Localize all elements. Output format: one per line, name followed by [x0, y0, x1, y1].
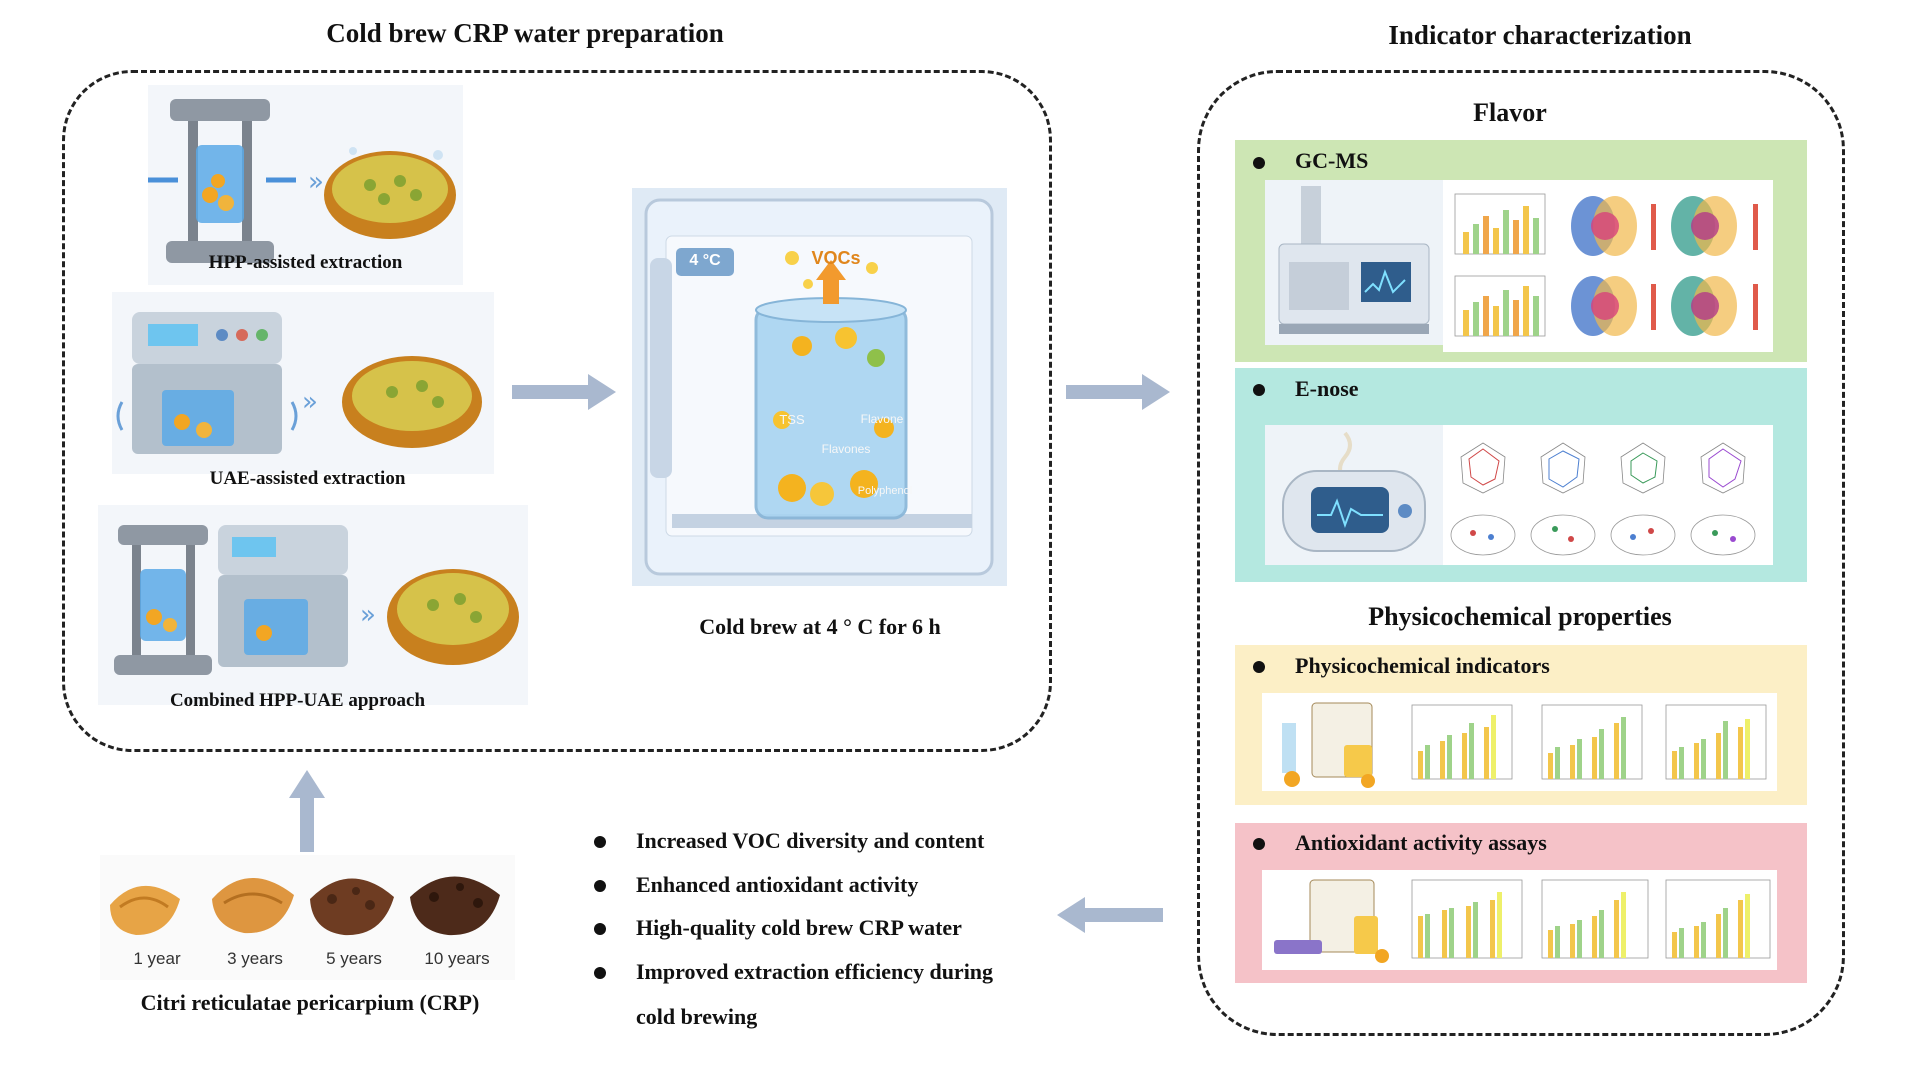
fridge-flavones-label: Flavones [821, 442, 871, 456]
preparation-box [62, 70, 1052, 752]
antioxidant-charts [1262, 870, 1777, 970]
arrow-right-icon [512, 374, 616, 410]
fridge-tss-label: TSS [779, 412, 805, 427]
citrus-peel-icon [110, 876, 500, 936]
lab-and-bar-charts-icon [1282, 702, 1767, 788]
right-section-title: Indicator characterization [1388, 20, 1692, 50]
gcms-bullet [1253, 157, 1265, 169]
radar-and-pca-icon [1450, 442, 1756, 556]
outcome-bullet [594, 880, 606, 892]
gcms-title: GC-MS [1295, 148, 1369, 173]
arrow-up-icon [289, 770, 325, 852]
outcome-bullet [594, 967, 606, 979]
outcome-item: High-quality cold brew CRP water [636, 915, 962, 940]
crp-peels-illustration [100, 855, 515, 980]
gcms-bar-and-venn-icon [1454, 193, 1758, 337]
crp-year-1: 1 year [133, 949, 181, 968]
uae-illustration: » [112, 292, 494, 474]
physicochemical-heading: Physicochemical properties [1368, 602, 1672, 631]
method-label-combined: Combined HPP-UAE approach [169, 690, 426, 711]
crp-year-10: 10 years [424, 949, 490, 968]
method-label-uae: UAE-assisted extraction [209, 468, 406, 489]
hpp-uae-combined-icon: » [114, 525, 519, 675]
outcome-bullet [594, 836, 606, 848]
crp-year-3: 3 years [227, 949, 283, 968]
enose-charts-panel [1443, 425, 1773, 565]
arrow-right-icon [1066, 374, 1170, 410]
electronic-nose-icon [1282, 431, 1426, 552]
fridge-temp-badge: 4 °C [689, 252, 721, 269]
fridge-caption: Cold brew at 4 ° C for 6 h [699, 614, 941, 639]
outcome-item: Improved extraction efficiency during [636, 959, 994, 984]
hpp-illustration: » [148, 85, 463, 285]
enose-bullet [1253, 384, 1265, 396]
enose-device-illustration [1265, 425, 1443, 565]
physicochemical-charts [1262, 693, 1777, 791]
assay-and-bar-charts-icon [1274, 879, 1771, 963]
fridge-polyphenol-label: Polyphenol [857, 485, 913, 497]
arrow-left-icon [1057, 897, 1163, 933]
gc-ms-instrument-icon [1278, 186, 1430, 334]
outcome-item-continued: cold brewing [636, 1004, 758, 1029]
antioxidant-title: Antioxidant activity assays [1295, 830, 1547, 855]
physicochemical-bullet [1253, 661, 1265, 673]
crp-year-5: 5 years [326, 949, 382, 968]
outcome-item: Increased VOC diversity and content [636, 828, 985, 853]
outcome-bullet [594, 923, 606, 935]
enose-title: E-nose [1295, 376, 1359, 401]
gcms-instrument-illustration [1265, 180, 1443, 345]
method-label-hpp: HPP-assisted extraction [208, 252, 403, 273]
flavor-heading: Flavor [1473, 98, 1547, 127]
antioxidant-bullet [1253, 838, 1265, 850]
outcome-item: Enhanced antioxidant activity [636, 872, 919, 897]
gcms-charts-panel [1443, 180, 1773, 352]
hpp-machine-icon: » [148, 99, 456, 263]
combined-illustration: » [98, 505, 528, 705]
fridge-vocs-label: VOCs [811, 248, 861, 268]
crp-caption: Citri reticulatae pericarpium (CRP) [140, 990, 480, 1015]
refrigerator-icon [644, 198, 994, 576]
svg-text:»: » [360, 600, 376, 630]
left-section-title: Cold brew CRP water preparation [326, 18, 724, 48]
fridge-illustration [632, 188, 1007, 586]
svg-text:»: » [308, 167, 324, 197]
svg-text:»: » [302, 387, 318, 417]
characterization-box [1197, 70, 1845, 1036]
physicochemical-title: Physicochemical indicators [1295, 653, 1550, 678]
fridge-flavone-label: Flavone [860, 412, 904, 426]
ultrasonic-bath-icon: » [116, 312, 482, 454]
